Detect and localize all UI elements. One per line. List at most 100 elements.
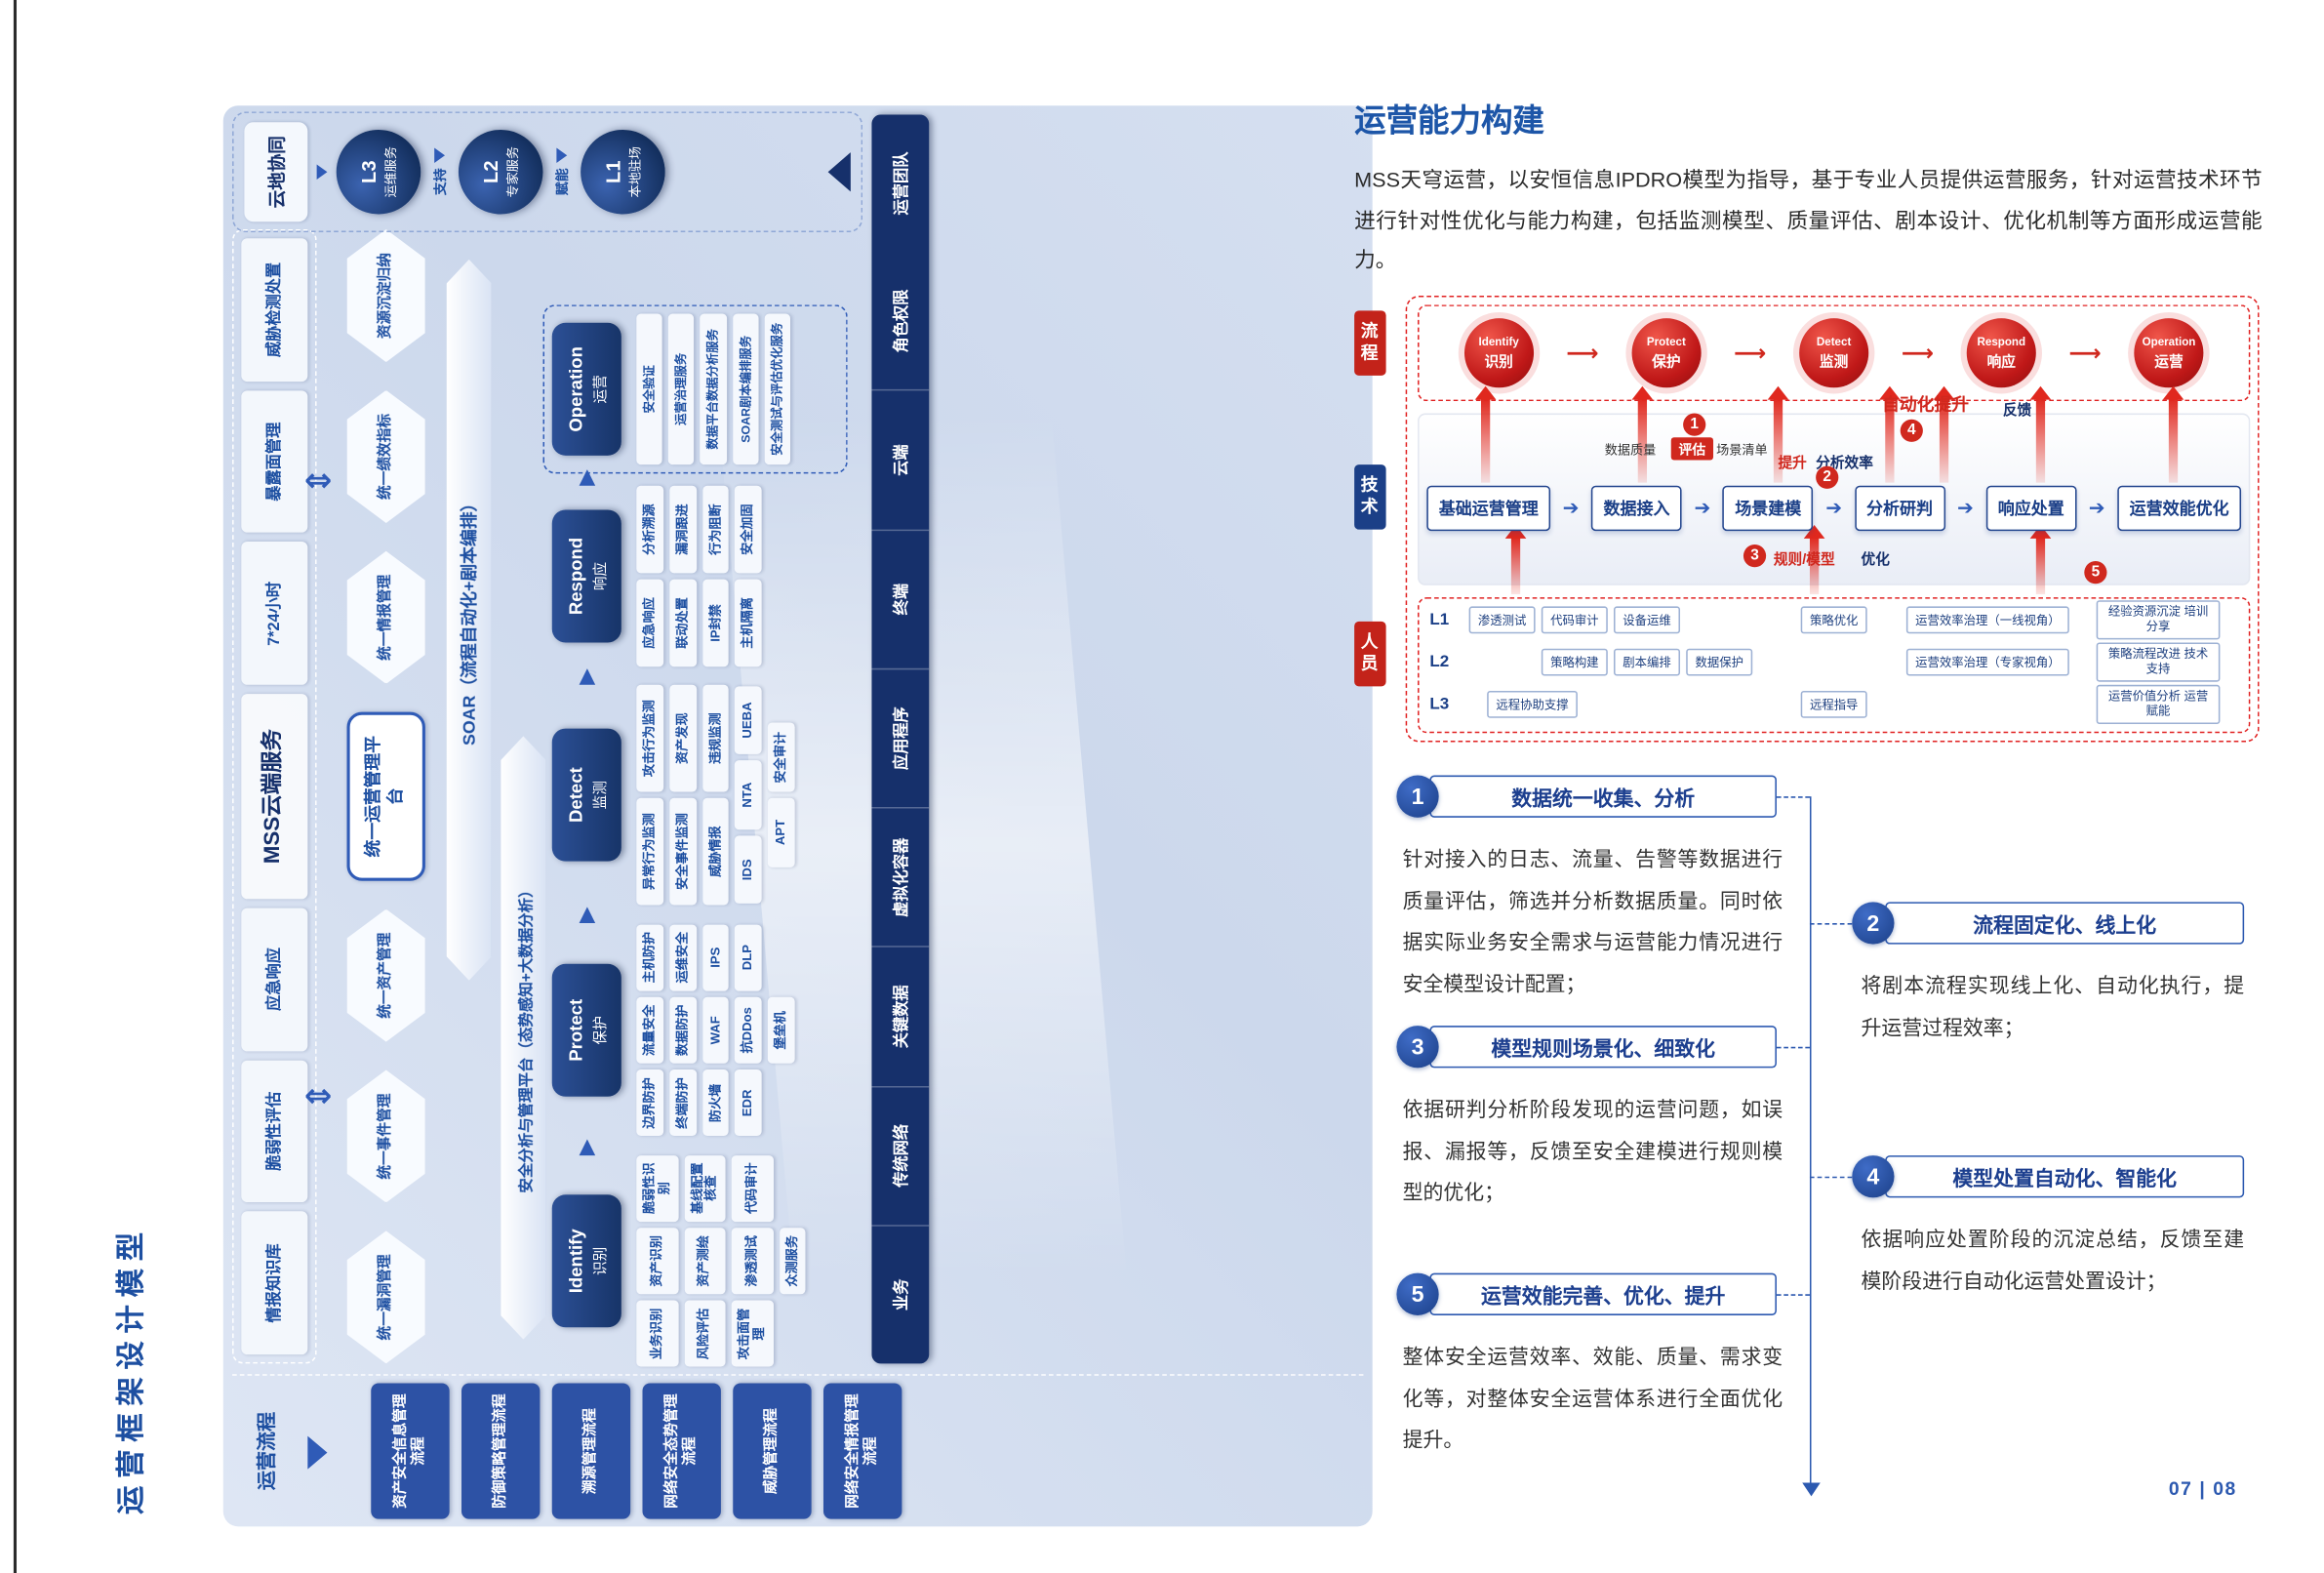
capability-chip: 攻击面管理 — [731, 1300, 774, 1368]
levels-band — [1418, 597, 2251, 734]
capability-chip: 主机防护 — [636, 923, 663, 991]
hexagon-label: 统一绩效指标 — [377, 413, 394, 501]
dashed-connector — [1776, 796, 1810, 798]
level-task: 远程指导 — [1800, 690, 1867, 718]
process-arrow-icon: ⟶ — [1901, 341, 1935, 367]
up-arrow-icon — [1766, 385, 1788, 483]
capability-chip: 抗DDos — [735, 996, 762, 1065]
capability-chip: APT — [767, 797, 795, 867]
level-code: L1 — [601, 160, 624, 183]
level-code: L2 — [479, 160, 502, 183]
stage-en: Operation — [2142, 335, 2196, 349]
up-arrow-icon — [1503, 524, 1526, 595]
dashed-connector — [1776, 1294, 1810, 1296]
hexagon-label: 统一资产管理 — [377, 932, 394, 1019]
hexagon-label: 统一事件管理 — [377, 1093, 394, 1180]
capability-chip: EDR — [735, 1069, 762, 1137]
dashed-connector — [1809, 923, 1853, 925]
section-body-2: 将剧本流程实现线上化、自动化执行，提升运营过程效率； — [1861, 974, 2245, 1039]
section-title-1: 数据统一收集、分析 — [1429, 775, 1777, 818]
section-body-1: 针对接入的日志、流量、告警等数据进行质量评估，筛选并分析数据质量。同时依据实际业… — [1402, 847, 1783, 996]
level-label: 专家服务 — [504, 145, 521, 198]
side-tab-people: 人员 — [1354, 621, 1386, 687]
annotation-evaluate-badge: 评估 — [1670, 437, 1714, 461]
asset-layer-segment: 终端 — [871, 529, 930, 668]
hexagon-label: 统一情报管理 — [377, 574, 394, 661]
stage-circle: Respond 响应 — [1966, 318, 2036, 388]
level-circle-l1: L1 本地驻场 — [581, 129, 665, 215]
operations-team-segment: 运营团队 — [892, 151, 910, 216]
dashed-connector — [1776, 1046, 1810, 1049]
technology-band — [1418, 413, 2251, 585]
capability-chip: DLP — [735, 923, 762, 991]
capability-chip: SOAR剧本编排服务 — [732, 313, 759, 465]
capability-chip: 攻击行为监测 — [636, 684, 663, 792]
capability-chip: UEBA — [735, 685, 762, 755]
stage-column-identify: Identify 识别 业务识别资产识别脆弱性识别风险评估资产测绘基线配置核查攻… — [551, 1154, 807, 1369]
process-stage: Operation 运营 — [2134, 318, 2204, 388]
up-arrow-icon — [2028, 524, 2051, 595]
annotation-automation: 自动化提升 — [1882, 396, 1970, 416]
stage-zh-label: 响应 — [591, 561, 609, 591]
level-task: 策略优化 — [1800, 606, 1867, 634]
link-label-support: 支持 — [430, 148, 450, 195]
level-task: 运营效率治理（一线视角） — [1905, 606, 2069, 634]
capability-chip: 渗透测试 — [731, 1228, 774, 1295]
level-task: 渗透测试 — [1468, 606, 1536, 634]
step-number-3: 3 — [1743, 544, 1767, 568]
level-task: 数据保护 — [1686, 648, 1753, 676]
dashed-connector — [1809, 1176, 1853, 1179]
sections-connector-line — [1809, 796, 1812, 1483]
capability-chip: 安全测试与评估优化服务 — [764, 313, 790, 465]
section-body-4: 依据响应处置阶段的沉淀总结，反馈至建模阶段进行自动化运营处置设计； — [1861, 1228, 2245, 1293]
process-stage: Respond 响应 — [1966, 318, 2036, 388]
capability-chip: 运维安全 — [668, 923, 697, 991]
level-label: 本地驻场 — [627, 145, 643, 198]
unified-hexagon: 统一漏洞管理 — [347, 1230, 425, 1363]
service-item: MSS云端服务 — [241, 694, 308, 899]
stage-circle: Detect 监测 — [1799, 318, 1869, 388]
process-step: 资产安全信息管理流程 — [371, 1383, 450, 1519]
section-number-1: 1 — [1396, 775, 1439, 818]
capability-chip: 安全事件监测 — [668, 797, 697, 906]
ipdro-capability-diagram: 流程 技术 人员 ⟶ Identify 识别 ⟶ Protect — [1354, 295, 2265, 748]
annotation-feedback: 反馈 — [2002, 402, 2032, 420]
team-arrow-icon — [827, 152, 851, 192]
level-code: L3 — [357, 160, 381, 183]
up-arrow-icon — [1630, 385, 1653, 483]
capability-chip: NTA — [735, 760, 762, 829]
down-arrow-icon — [556, 148, 568, 164]
step-number-4: 4 — [1900, 419, 1923, 442]
stage-en-label: Operation — [564, 346, 586, 432]
service-item: 威胁检测处置 — [241, 238, 308, 382]
tech-flow-box: 运营效能优化 — [2117, 485, 2241, 532]
section-title-5: 运营效能完善、优化、提升 — [1429, 1272, 1777, 1315]
stage-box-identify: Identify 识别 — [551, 1194, 621, 1328]
section-body-5: 整体安全运营效率、效能、质量、需求变化等，对整体安全运营体系进行全面优化提升。 — [1402, 1345, 1783, 1452]
process-arrow-icon: ⟶ — [1566, 341, 1599, 367]
process-step: 威胁管理流程 — [733, 1383, 812, 1519]
stage-box-protect: Protect 保护 — [551, 963, 621, 1097]
section-title-2: 流程固定化、线上化 — [1885, 902, 2245, 945]
capability-chip: 安全审计 — [767, 723, 795, 792]
level-circle-l3: L3 运维服务 — [336, 129, 421, 215]
stage-en-label: Respond — [564, 537, 586, 616]
process-stage: Protect 保护 — [1631, 318, 1702, 388]
capability-chip: 威胁情报 — [701, 797, 730, 906]
updown-arrow-icon: ⇕ — [301, 1082, 340, 1110]
process-step: 防御策略管理流程 — [461, 1383, 541, 1519]
capability-chip: 数据防护 — [668, 996, 697, 1065]
service-item: 应急响应 — [241, 908, 308, 1051]
hexagon-label: 资源沉淀归纳 — [377, 253, 394, 340]
service-item: 暴露面管理 — [241, 389, 308, 534]
unified-hexagon: 统一情报管理 — [347, 551, 425, 684]
process-step: 网络安全情报管理流程 — [823, 1383, 902, 1519]
asset-layer-segment: 业务 — [871, 1224, 930, 1364]
section-number-2: 2 — [1852, 902, 1895, 945]
capability-chip: IDS — [735, 835, 762, 905]
binding-edge-line — [13, 0, 18, 1573]
